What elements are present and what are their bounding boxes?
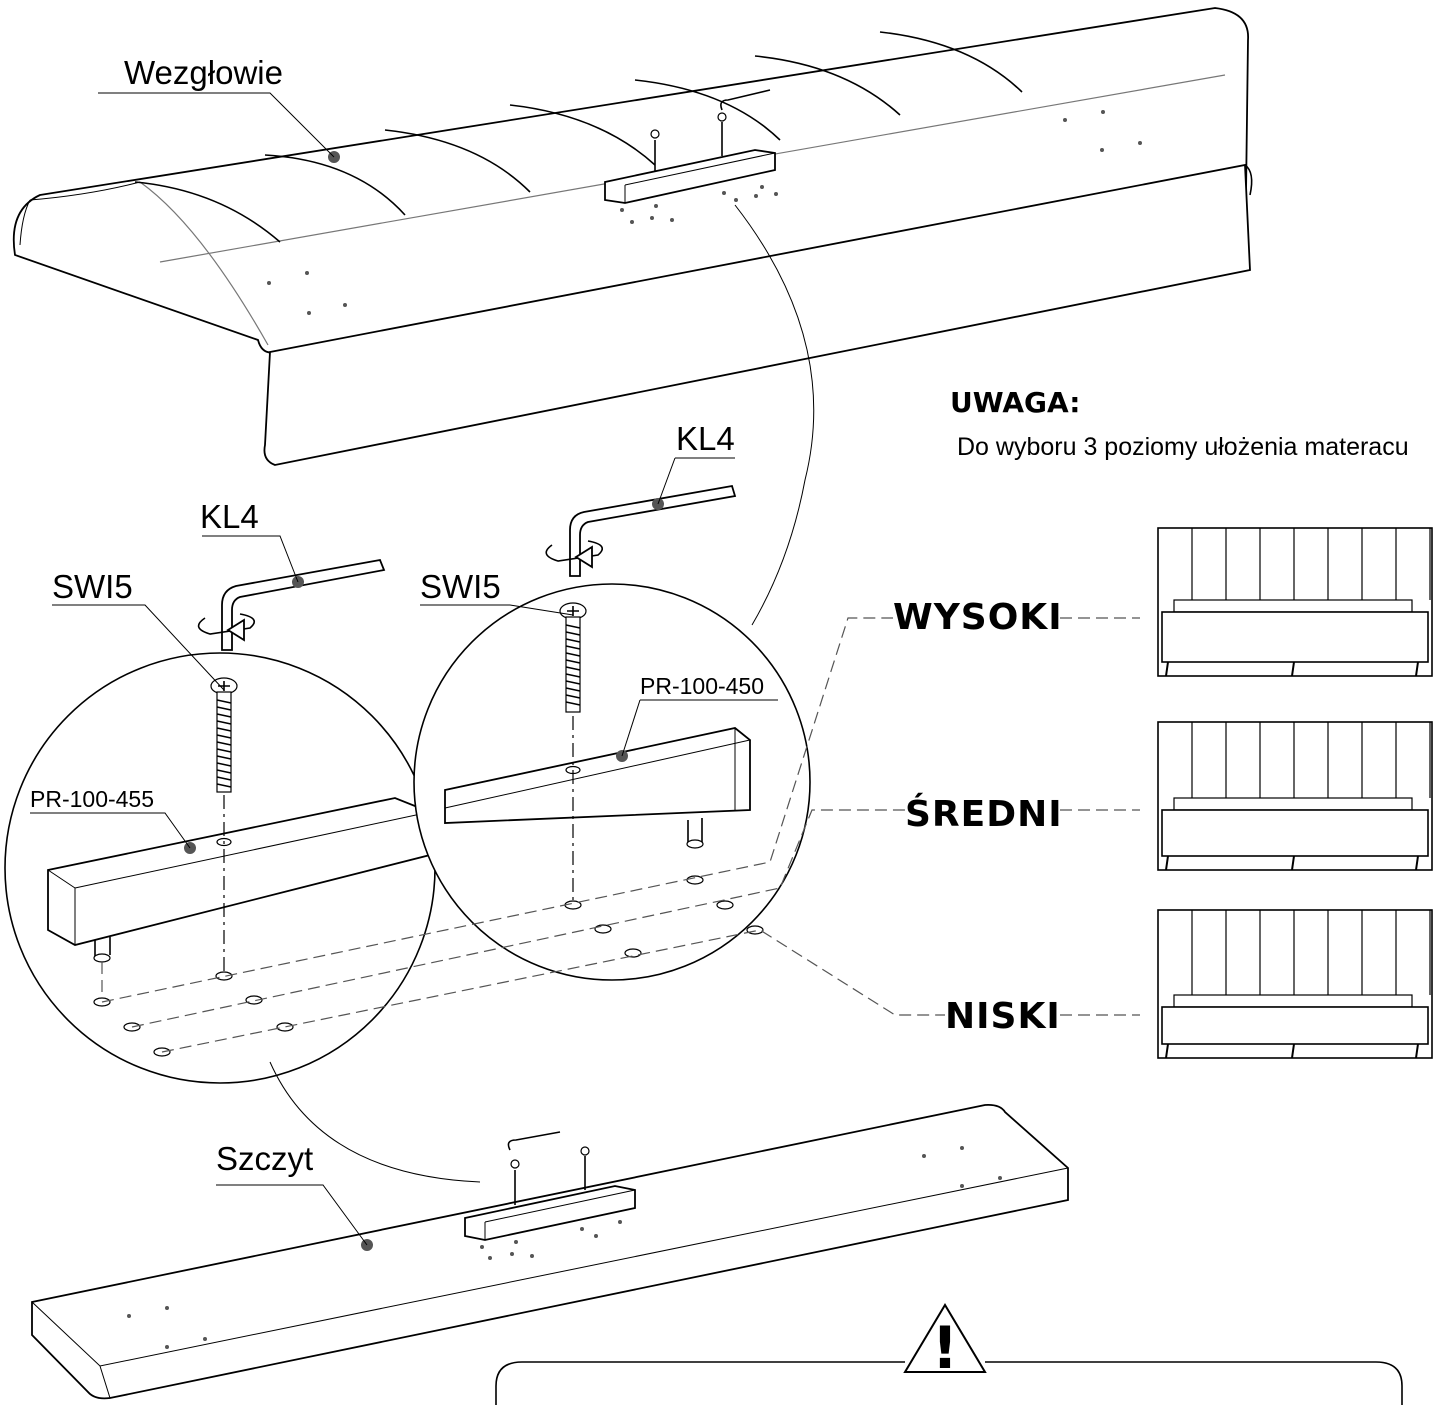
key-left-label: KL4 [200,498,259,535]
footboard-panel [31,1103,1069,1400]
level-medium-label: ŚREDNI [905,793,1063,835]
hex-key-left [197,558,386,651]
detail-connector-top [734,204,815,626]
detail-circle-right [413,583,811,981]
rail-left-label: PR-100-455 [30,786,154,812]
footboard-bracket [464,1131,636,1260]
headboard-bracket [604,89,778,224]
headboard-label: Wezgłowie [124,54,283,91]
bed-elevation-medium [1157,721,1433,871]
rail-right-label: PR-100-450 [640,673,764,699]
warning-triangle-icon [903,1303,987,1373]
warning-box [495,1361,1403,1405]
note-text: Do wyboru 3 poziomy ułożenia materacu [957,433,1409,461]
bed-elevation-low [1157,909,1433,1059]
screw-right-label: SWI5 [420,568,501,605]
bed-elevation-high [1157,527,1433,677]
note-title: UWAGA: [950,386,1080,419]
level-high-label: WYSOKI [893,597,1063,638]
footboard-label: Szczyt [216,1140,313,1177]
key-right-label: KL4 [676,420,735,457]
screw-left-label: SWI5 [52,568,133,605]
level-low-label: NISKI [945,996,1061,1037]
detail-connector-bottom [269,1061,481,1183]
hex-key-right [545,484,737,577]
detail-circle-left [4,652,436,1084]
warning-symbol: ! [932,1314,958,1382]
